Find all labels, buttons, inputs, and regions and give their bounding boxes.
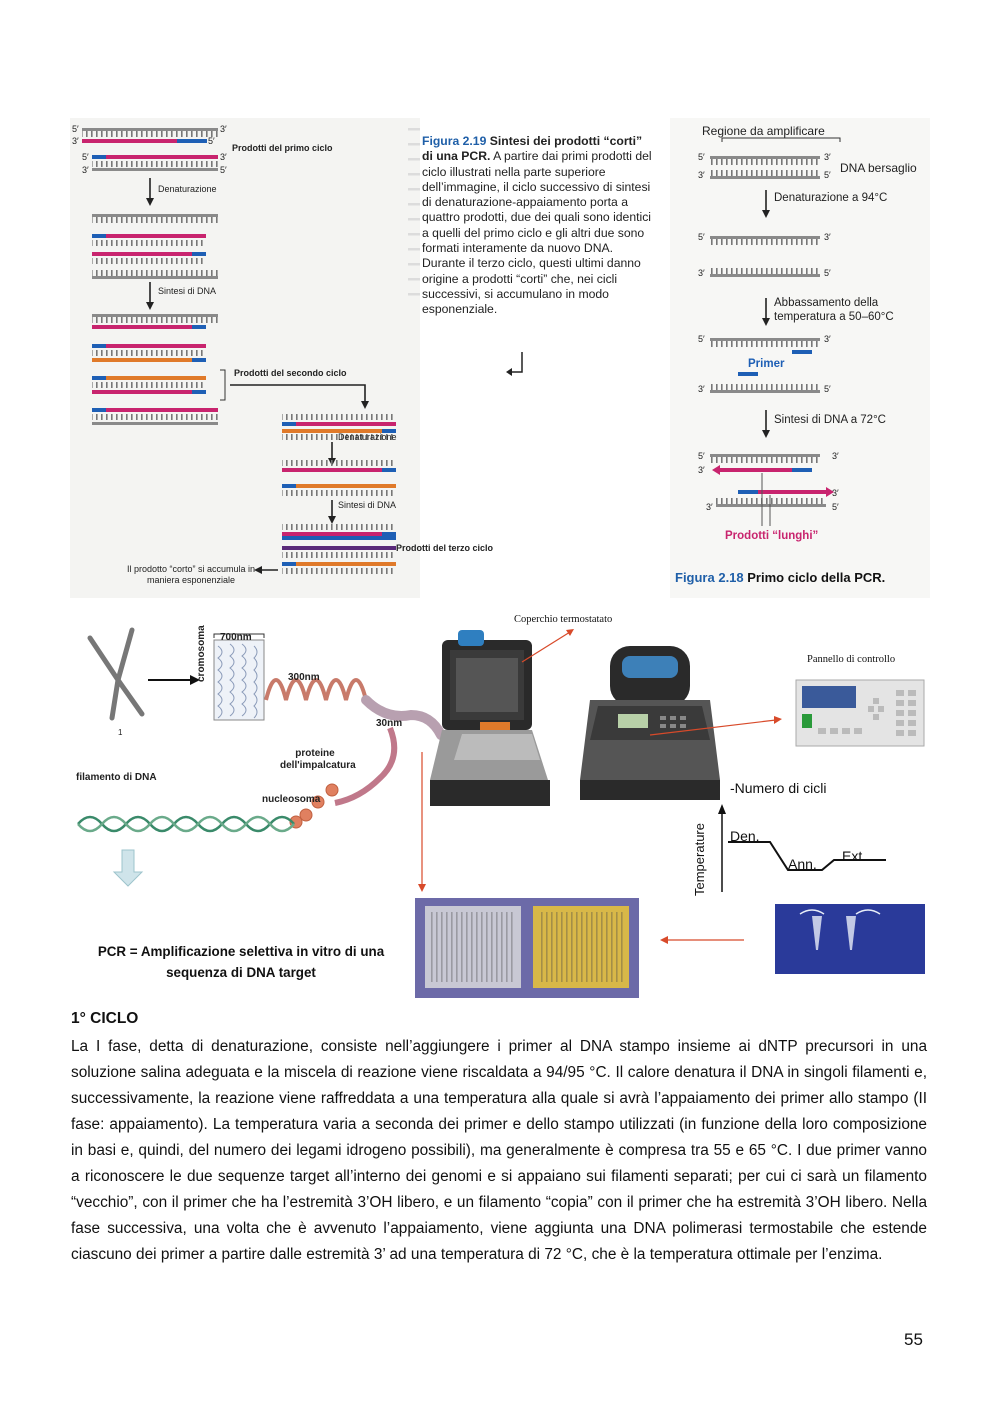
label-sintesi-dna: Sintesi di DNA [158,286,216,296]
label-300nm: 300nm [288,672,320,683]
label-prodotti-secondo-ciclo: Prodotti del secondo ciclo [234,368,347,378]
end-label: 3′ [82,165,89,175]
label-cromosoma: cromosoma [196,625,207,682]
section-heading: 1° CICLO [71,1010,138,1028]
down-arrow-icon [114,850,142,886]
chromosome-illustration [90,630,142,718]
end-label: 3′ [220,124,227,134]
label-proteine: proteine dell'impalcatura [280,748,350,772]
label-pannello: Pannello di controllo [807,654,895,665]
control-panel-icon [796,680,924,746]
label-prodotto-corto: Il prodotto “corto” si accumula in manie… [126,564,256,586]
end-label: 5′ [698,232,705,242]
label-numero-cicli: -Numero di cicli [730,780,826,796]
label-denaturazione-2: Denaturazione [338,432,397,442]
end-label: 5′ [832,502,839,512]
figure-number: Figura 2.19 [422,134,486,148]
label-den: Den. [730,828,760,844]
label-ext: Ext. [842,848,866,864]
end-label: 5′ [208,136,215,146]
label-filamento-dna: filamento di DNA [76,772,157,783]
end-label: 3′ [698,384,705,394]
end-label: 3′ [824,232,831,242]
end-label: 3′ [824,334,831,344]
label-dna-bersaglio: DNA bersaglio [840,161,917,175]
end-label: 3′ [832,451,839,461]
end-label: 3′ [220,152,227,162]
body-paragraph: La I fase, detta di denaturazione, consi… [71,1034,927,1268]
label-ann: Ann. [788,856,817,872]
label-denaturazione: Denaturazione [158,184,217,194]
end-label: 5′ [82,152,89,162]
end-label: 5′ [220,165,227,175]
dna-helix [78,817,294,831]
end-label: 5′ [698,334,705,344]
end-label: 5′ [824,268,831,278]
thermocycler-closed-icon [580,646,720,800]
end-label: 5′ [824,170,831,180]
label-temperature: Temperature [692,823,707,896]
label-prodotti-terzo-ciclo: Prodotti del terzo ciclo [396,543,493,553]
label-num: 1 [118,728,122,737]
label-abbassamento: Abbassamento della temperatura a 50–60°C [774,296,914,324]
figure-2-18-caption: Figura 2.18 Primo ciclo della PCR. [675,570,885,585]
figure-title: Primo ciclo della PCR. [747,570,885,585]
label-700nm: 700nm [220,632,252,643]
label-prodotti-primo-ciclo: Prodotti del primo ciclo [232,143,333,153]
end-label: 3′ [698,170,705,180]
label-coperchio: Coperchio termostatato [514,614,612,625]
end-label: 5′ [72,124,79,134]
end-label: 3′ [698,465,705,475]
label-sintesi-dna-2: Sintesi di DNA [338,500,396,510]
label-denaturazione-94: Denaturazione a 94°C [774,192,887,204]
end-label: 5′ [698,451,705,461]
figure-pcr-cycles: 5′ 3′ 3′ 5′ 5′ 3′ 3′ 5′ Prodotti del pri… [70,118,930,598]
figure-2-19-caption: Figura 2.19 Sintesi dei prodotti “corti”… [422,134,652,318]
label-sintesi-72: Sintesi di DNA a 72°C [774,414,886,426]
end-label: 5′ [824,384,831,394]
label-30nm: 30nm [376,718,402,729]
end-label: 3′ [832,488,839,498]
end-label: 3′ [72,136,79,146]
end-label: 3′ [706,502,713,512]
chromatin-loops [266,680,366,700]
nucleosome-beads [290,784,338,828]
end-label: 3′ [824,152,831,162]
end-label: 5′ [698,152,705,162]
end-label: 3′ [698,268,705,278]
label-nucleosoma: nucleosoma [262,794,320,805]
page-number: 55 [904,1330,923,1350]
label-primer: Primer [748,358,784,370]
label-regione: Regione da amplificare [702,124,825,138]
figure-text: A partire dai primi prodotti del ciclo i… [422,149,652,316]
label-prodotti-lunghi: Prodotti “lunghi” [725,530,818,542]
pcr-definition: PCR = Amplificazione selettiva in vitro … [88,941,394,983]
figure-number: Figura 2.18 [675,570,744,585]
